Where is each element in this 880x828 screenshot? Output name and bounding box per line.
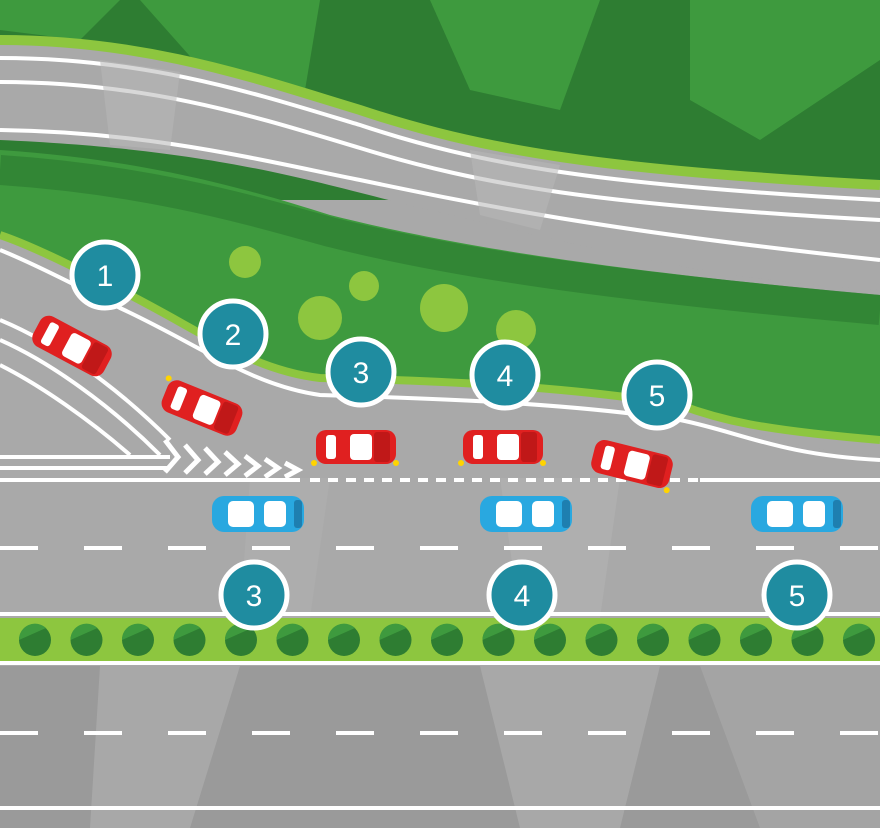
red-car xyxy=(32,315,112,377)
step-number: 1 xyxy=(97,260,114,293)
merging-cars xyxy=(32,315,673,494)
blue-car xyxy=(212,496,304,532)
hedge-bush-highlight xyxy=(842,623,870,640)
red-car xyxy=(591,439,673,494)
hedge-bush-highlight xyxy=(327,623,355,640)
step-number: 3 xyxy=(246,580,263,613)
step-number: 5 xyxy=(649,380,666,413)
step-marker: 5 xyxy=(621,359,693,431)
hedge-bush-highlight xyxy=(276,623,304,640)
step-number: 3 xyxy=(353,357,370,390)
step-marker: 3 xyxy=(325,336,397,408)
hedge-bush-highlight xyxy=(70,623,98,640)
hedge-bush-highlight xyxy=(173,623,201,640)
step-number: 2 xyxy=(225,319,242,352)
mainline-cars xyxy=(212,496,843,532)
hedge-bush-highlight xyxy=(121,623,149,640)
hedge-bush-highlight xyxy=(585,623,613,640)
red-car xyxy=(458,430,546,466)
step-marker: 4 xyxy=(486,559,558,631)
hedge-bush-highlight xyxy=(688,623,716,640)
blue-car xyxy=(751,496,843,532)
blue-car xyxy=(480,496,572,532)
hedge-bush-highlight xyxy=(482,623,510,640)
step-number: 4 xyxy=(514,580,531,613)
step-number: 5 xyxy=(789,580,806,613)
hedge-bush-highlight xyxy=(379,623,407,640)
median-hedge xyxy=(0,618,880,665)
merging-step-markers: 1 2 3 4 5 xyxy=(69,239,693,431)
red-car xyxy=(161,375,243,436)
upper-road xyxy=(0,35,880,290)
hedge-bush-highlight xyxy=(18,623,46,640)
step-marker: 1 xyxy=(69,239,141,311)
step-marker: 4 xyxy=(469,339,541,411)
hedge-bush-highlight xyxy=(430,623,458,640)
hedge-bush-highlight xyxy=(533,623,561,640)
step-marker: 3 xyxy=(218,559,290,631)
red-car xyxy=(311,430,399,466)
mainline-step-markers: 3 4 5 xyxy=(218,559,833,631)
step-marker: 2 xyxy=(197,298,269,370)
gore-chevrons xyxy=(163,438,304,480)
step-number: 4 xyxy=(497,360,514,393)
hedge-bush-highlight xyxy=(636,623,664,640)
lower-road xyxy=(0,666,880,828)
hedge-bush-highlight xyxy=(739,623,767,640)
step-marker: 5 xyxy=(761,559,833,631)
